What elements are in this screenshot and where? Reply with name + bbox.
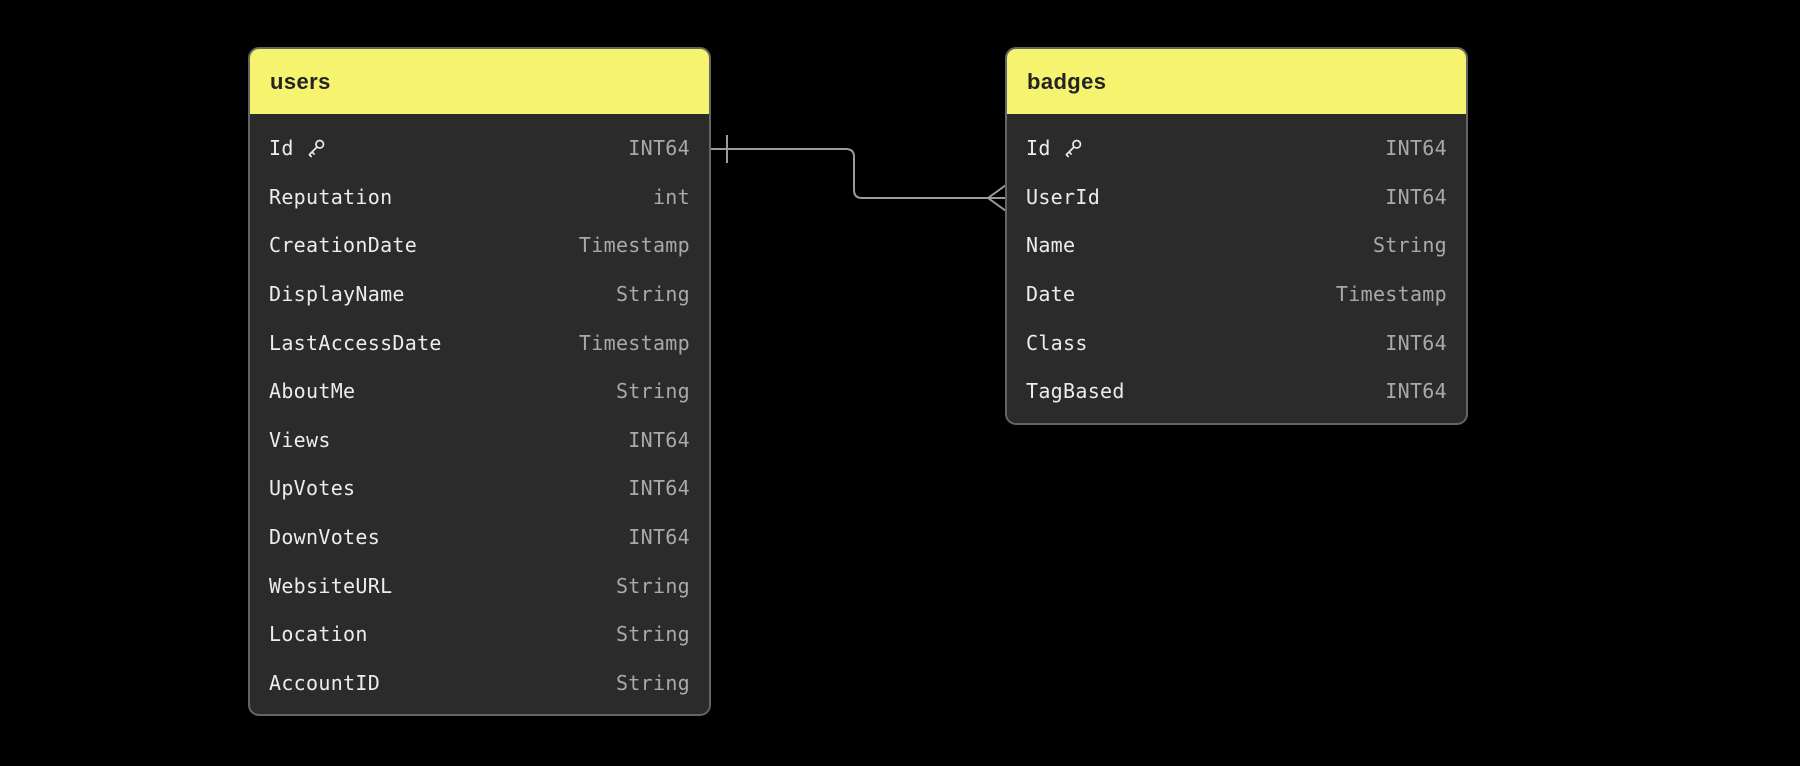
field-type: String (615, 573, 690, 598)
field-row-users-websiteurl[interactable]: WebsiteURL String (250, 561, 709, 610)
field-type: INT64 (1385, 184, 1447, 209)
field-name: DisplayName (269, 282, 405, 306)
field-name: UpVotes (269, 476, 355, 500)
field-name-label: Id (269, 136, 294, 161)
field-name-label: Views (269, 427, 331, 452)
field-row-users-lastaccessdate[interactable]: LastAccessDate Timestamp (250, 318, 709, 367)
field-name-label: WebsiteURL (269, 573, 393, 598)
field-type: String (615, 670, 690, 695)
cardinality-many-marker (987, 184, 1007, 212)
field-row-users-accountid[interactable]: AccountID String (250, 659, 709, 708)
field-row-users-upvotes[interactable]: UpVotes INT64 (250, 464, 709, 513)
field-row-users-aboutme[interactable]: AboutMe String (250, 367, 709, 416)
field-name: Location (269, 622, 368, 646)
field-type: INT64 (628, 476, 690, 501)
field-name: WebsiteURL (269, 574, 392, 598)
field-row-users-displayname[interactable]: DisplayName String (250, 270, 709, 319)
field-type: INT64 (1385, 379, 1447, 404)
field-type: INT64 (1385, 330, 1447, 355)
field-row-badges-date[interactable]: Date Timestamp (1007, 270, 1466, 319)
field-row-badges-id[interactable]: Id INT64 (1007, 124, 1466, 173)
field-name-label: AccountID (269, 670, 381, 695)
field-type: String (1372, 233, 1447, 258)
field-type: Timestamp (578, 233, 690, 258)
field-type: INT64 (628, 427, 690, 452)
field-name-label: Reputation (269, 184, 393, 209)
field-name-label: DisplayName (269, 282, 405, 307)
field-name: AboutMe (269, 379, 355, 403)
field-row-users-downvotes[interactable]: DownVotes INT64 (250, 513, 709, 562)
field-name: LastAccessDate (269, 331, 442, 355)
field-name: UserId (1026, 185, 1100, 209)
field-name-label: CreationDate (269, 233, 418, 258)
field-row-badges-name[interactable]: Name String (1007, 221, 1466, 270)
field-row-badges-tagbased[interactable]: TagBased INT64 (1007, 367, 1466, 416)
table-badges-header[interactable]: badges (1007, 49, 1466, 114)
field-name: CreationDate (269, 233, 417, 257)
field-name: Id (269, 136, 327, 160)
field-name-label: LastAccessDate (269, 330, 442, 355)
field-row-users-creationdate[interactable]: CreationDate Timestamp (250, 221, 709, 270)
primary-key-icon (1065, 139, 1082, 158)
field-name-label: UpVotes (269, 476, 356, 501)
field-name-label: UserId (1026, 184, 1101, 209)
field-name: Id (1026, 136, 1084, 160)
field-name: AccountID (269, 671, 380, 695)
field-type: String (615, 282, 690, 307)
field-type: INT64 (628, 525, 690, 550)
field-type: String (615, 622, 690, 647)
field-row-badges-userid[interactable]: UserId INT64 (1007, 173, 1466, 222)
relationship-line[interactable] (710, 148, 988, 199)
table-users-header[interactable]: users (250, 49, 709, 114)
field-type: Timestamp (578, 330, 690, 355)
field-name: TagBased (1026, 379, 1125, 403)
field-type: String (615, 379, 690, 404)
field-name: Class (1026, 331, 1088, 355)
field-name-label: Class (1026, 330, 1088, 355)
field-name-label: Location (269, 622, 368, 647)
field-type: INT64 (1385, 136, 1447, 161)
field-name-label: TagBased (1026, 379, 1125, 404)
field-name: Views (269, 428, 331, 452)
field-name-label: Name (1026, 233, 1076, 258)
field-name: Reputation (269, 185, 392, 209)
field-name-label: Date (1026, 282, 1076, 307)
table-title: badges (1027, 68, 1107, 94)
field-name: DownVotes (269, 525, 380, 549)
field-row-users-id[interactable]: Id INT64 (250, 124, 709, 173)
primary-key-icon (308, 139, 325, 158)
field-row-users-views[interactable]: Views INT64 (250, 416, 709, 465)
table-title: users (270, 68, 331, 94)
field-name: Date (1026, 282, 1075, 306)
field-type: INT64 (628, 136, 690, 161)
field-row-badges-class[interactable]: Class INT64 (1007, 318, 1466, 367)
field-type: Timestamp (1335, 282, 1447, 307)
field-row-users-location[interactable]: Location String (250, 610, 709, 659)
field-name-label: Id (1026, 136, 1051, 161)
field-name: Name (1026, 233, 1075, 257)
field-name-label: AboutMe (269, 379, 356, 404)
field-row-users-reputation[interactable]: Reputation int (250, 173, 709, 222)
field-type: int (652, 184, 690, 209)
field-name-label: DownVotes (269, 525, 381, 550)
